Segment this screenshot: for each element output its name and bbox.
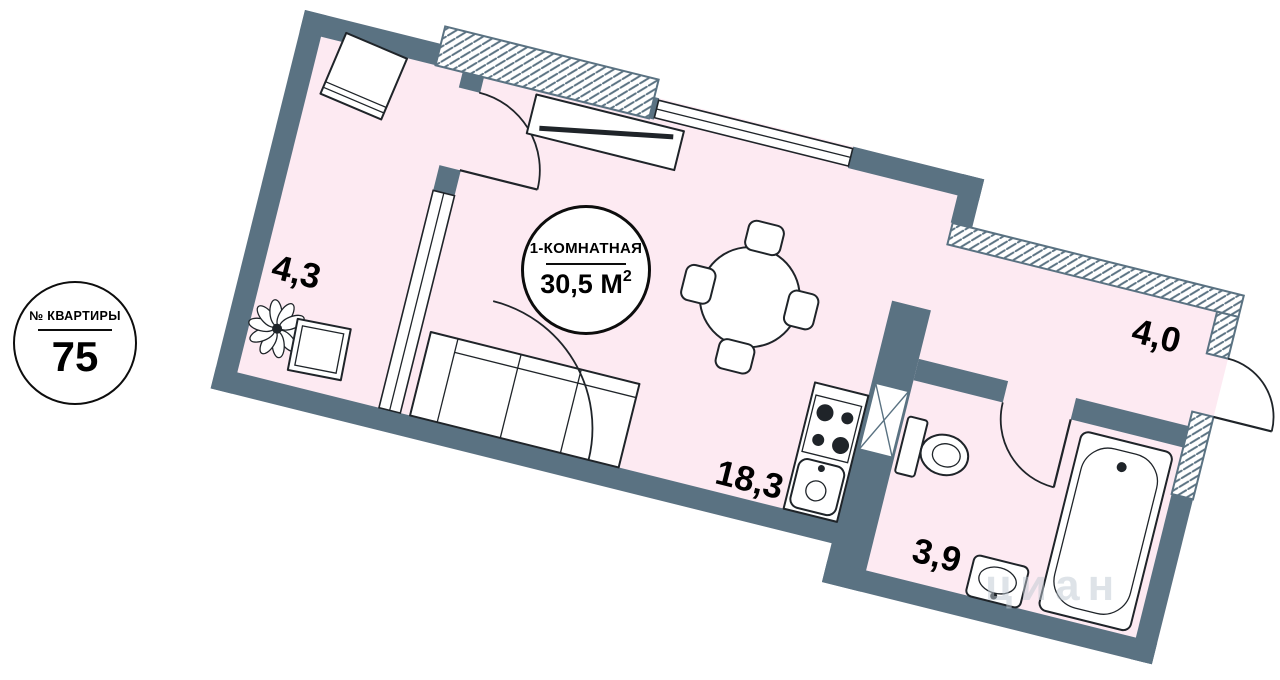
apartment-number-badge: № КВАРТИРЫ 75 [13, 281, 137, 405]
balcony-door-leaf [459, 169, 538, 191]
wall-segment [913, 358, 1009, 403]
toilet [894, 415, 970, 478]
window-mullion [389, 192, 445, 411]
wall-segment [1070, 398, 1189, 448]
watermark-text: циан [985, 561, 1122, 610]
loggia-table [319, 31, 409, 121]
kitchen-block [782, 381, 870, 523]
wall-segment [210, 367, 847, 546]
washbasin-faucet [990, 592, 998, 600]
area-number: 30,5 М [540, 269, 623, 300]
stove-burner [816, 404, 834, 422]
dining-table [680, 219, 820, 375]
apartment-number-value: 75 [51, 332, 99, 380]
vent-shaft [858, 382, 910, 459]
windows [378, 99, 854, 415]
divider-line [38, 328, 112, 331]
kitchen-sink [789, 458, 846, 517]
stove [801, 394, 863, 464]
kitchen-sink-drain [805, 480, 827, 502]
wall-segment [847, 146, 985, 201]
divider-line [546, 263, 626, 266]
chair [744, 219, 785, 257]
chair [680, 263, 717, 305]
wall-segment [210, 10, 327, 394]
wall-hatched-segment [1170, 410, 1215, 501]
bathroom-door-leaf [1052, 419, 1072, 488]
stove-burner [812, 433, 825, 446]
chair [782, 289, 820, 331]
hatched-walls [434, 25, 1246, 501]
loggia-cabinet [286, 317, 352, 382]
wall-hatched-segment [434, 25, 660, 120]
bathroom-door-arc [999, 402, 1054, 489]
entrance-door-leaf [1213, 415, 1273, 433]
area-superscript: 2 [622, 268, 632, 286]
bathtub [1038, 431, 1173, 632]
apartment-plan: 4,3 18,3 3,9 4,0 [210, 9, 1275, 665]
washbasin [965, 554, 1030, 609]
stove-burner [841, 412, 854, 425]
window-mullion [656, 108, 851, 158]
wall-segment [458, 71, 485, 93]
wall-segment [1130, 494, 1193, 665]
wardrobe-door-line [539, 125, 674, 140]
wall-segment [433, 165, 461, 196]
bathtub-drain [1116, 462, 1127, 473]
apartment-area-badge: 1-КОМНАТНАЯ 30,5 М2 [521, 205, 651, 335]
sofa-bed [409, 300, 641, 469]
wall-hatched-segment [946, 221, 1246, 319]
stove-burner [832, 436, 850, 454]
wall-segment [950, 174, 985, 228]
apartment-type-label: 1-КОМНАТНАЯ [529, 240, 643, 258]
wardrobe [525, 93, 685, 172]
kitchen-faucet [817, 465, 825, 473]
chair [714, 338, 756, 375]
wall-hatched-segment [1205, 310, 1240, 360]
sofa-fold-arc [492, 300, 594, 461]
wall-segment [821, 560, 1158, 665]
apartment-area-value: 30,5 М2 [540, 268, 632, 300]
apartment-number-label: № КВАРТИРЫ [29, 308, 121, 323]
entrance-door-arc [1227, 357, 1275, 432]
